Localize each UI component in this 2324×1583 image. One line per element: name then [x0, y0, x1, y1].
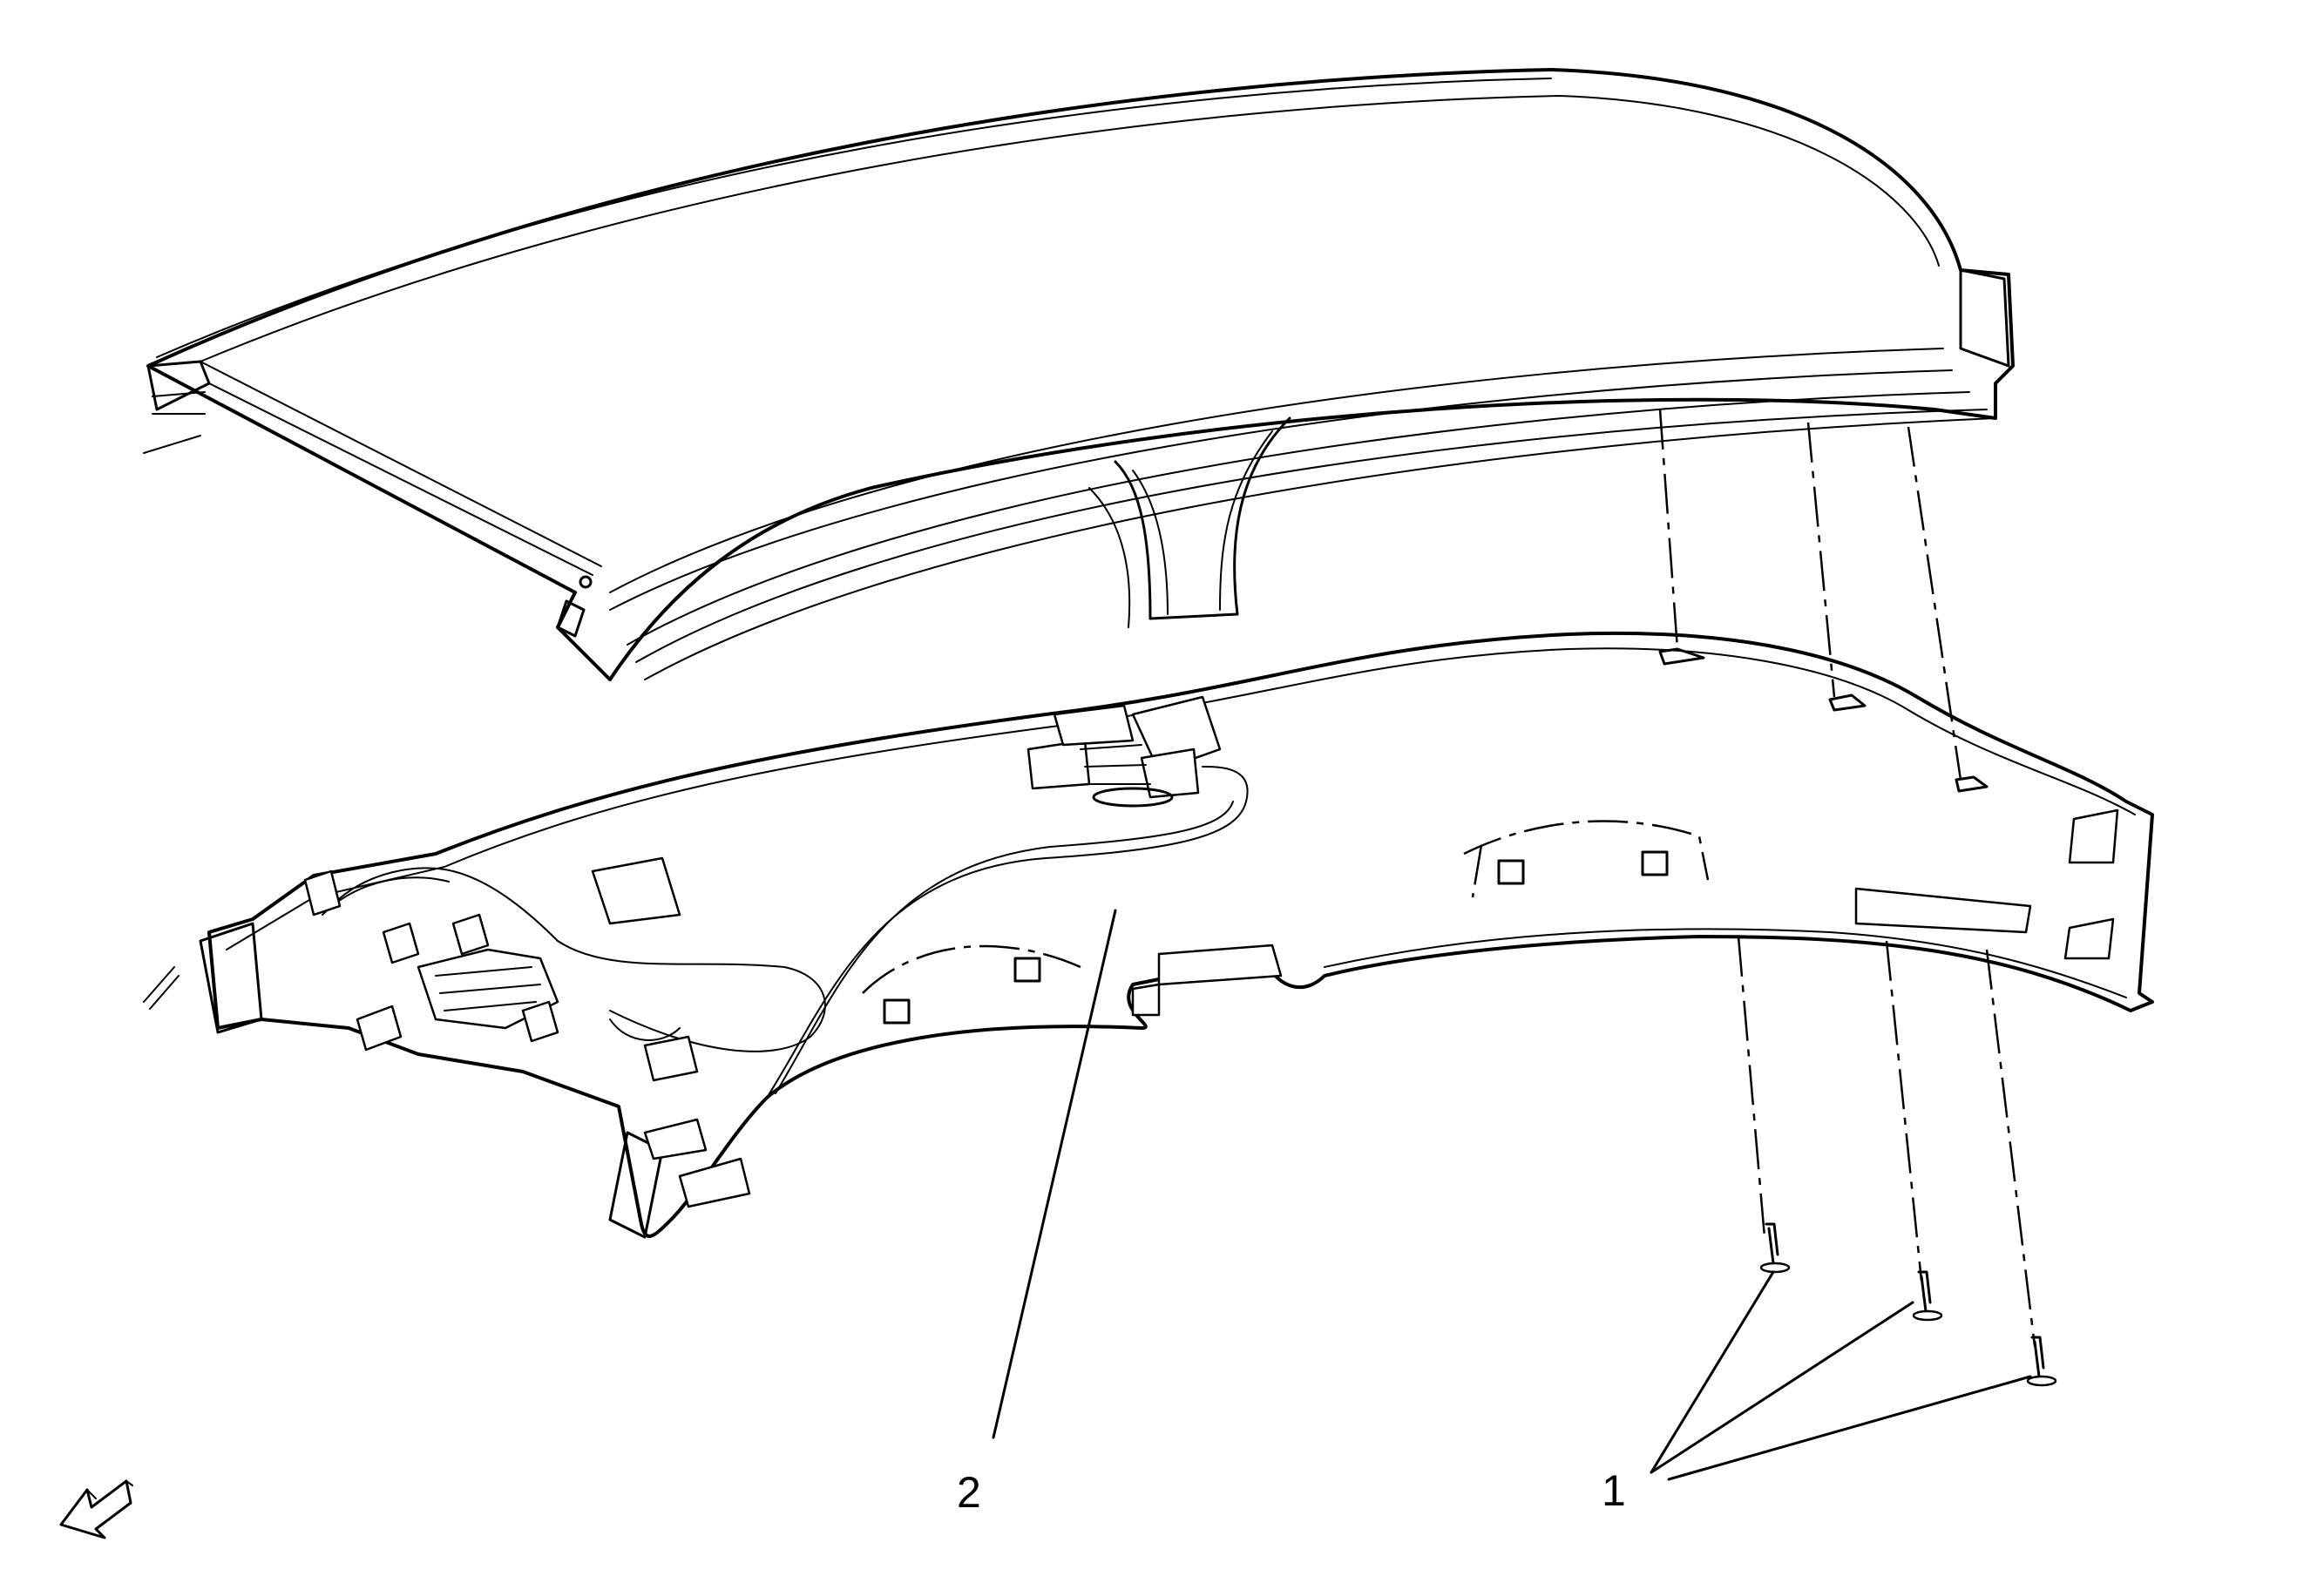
roof-panel — [143, 68, 2015, 681]
wiring-harness — [143, 766, 1249, 1099]
callout-1-label: 1 — [1602, 1466, 1626, 1515]
callout-1: 1 — [1602, 1270, 2032, 1515]
push-pin — [1759, 1222, 1791, 1274]
headliner-panel — [199, 631, 2154, 1239]
push-pin — [2026, 1336, 2057, 1387]
fastener-group — [1658, 409, 2057, 1387]
push-pin — [1912, 1270, 1943, 1322]
front-console — [303, 856, 699, 1082]
callout-2-label: 2 — [957, 1468, 981, 1517]
rear-module — [1026, 695, 1222, 808]
callout-2: 2 — [957, 909, 1117, 1517]
front-direction-arrow-icon — [59, 1479, 133, 1539]
